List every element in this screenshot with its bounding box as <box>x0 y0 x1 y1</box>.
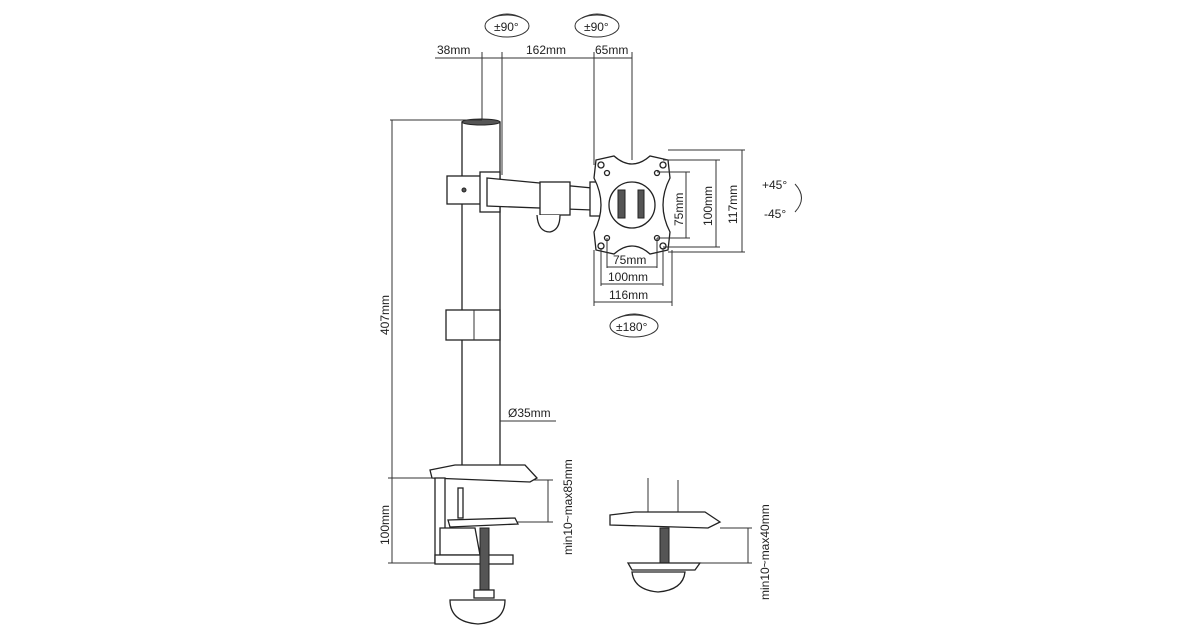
arm-rotation-icon: ±90° <box>484 13 530 38</box>
vesa-h116-label: 116mm <box>609 288 648 302</box>
arm-rotation-label: ±90° <box>494 20 519 34</box>
vesa-h100-label: 100mm <box>608 270 648 284</box>
clamp-height-label: 100mm <box>378 505 392 545</box>
arm <box>446 171 603 233</box>
vesa-v117-label: 117mm <box>726 185 740 224</box>
arm-dimension-lines <box>435 52 633 175</box>
pole <box>445 118 501 468</box>
vesa-rotation-icon: ±180° <box>609 313 659 338</box>
tilt-down-label: -45° <box>764 207 786 221</box>
vesa-h75-label: 75mm <box>613 253 646 267</box>
grommet-range-label: min10~max40mm <box>758 504 772 600</box>
tilt-arrow-icon <box>794 183 802 213</box>
vesa-v100-label: 100mm <box>701 186 715 226</box>
pole-diameter-label: Ø35mm <box>508 406 551 420</box>
pole-dimension-lines <box>388 119 556 564</box>
head-rotation-icon: ±90° <box>574 13 620 38</box>
head-rotation-label: ±90° <box>584 20 609 34</box>
desk-clamp <box>429 464 539 625</box>
vesa-dimension-lines <box>593 149 745 306</box>
tilt-up-label: +45° <box>762 178 787 192</box>
vesa-rotation-label: ±180° <box>616 320 648 334</box>
pole-offset-label: 38mm <box>437 43 470 57</box>
vesa-plate <box>593 155 671 255</box>
grommet-clamp <box>609 478 752 593</box>
desk-clamp-range-label: min10~max85mm <box>561 459 575 555</box>
pole-height-label: 407mm <box>378 295 392 335</box>
head-offset-label: 65mm <box>595 43 628 57</box>
arm-length-label: 162mm <box>526 43 566 57</box>
vesa-v75-label: 75mm <box>672 193 686 226</box>
